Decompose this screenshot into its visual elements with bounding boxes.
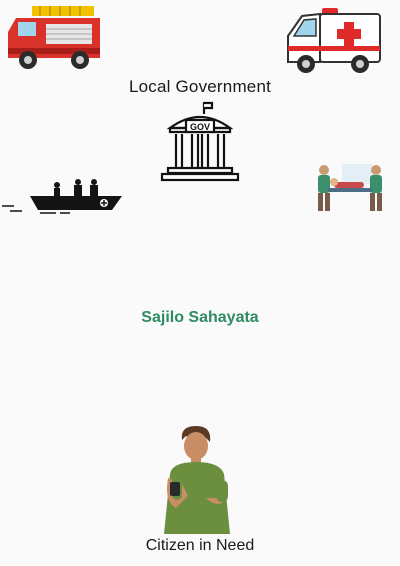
ambulance-icon xyxy=(284,6,384,74)
citizen-phone-icon xyxy=(158,424,236,536)
stretcher-rescue-icon xyxy=(310,160,390,216)
local-government-label: Local Government xyxy=(128,77,272,96)
government-building-icon: GOV xyxy=(160,100,240,184)
fire-truck-icon xyxy=(6,4,102,70)
gov-sign-text: GOV xyxy=(190,122,210,132)
brand-title: Sajilo Sahayata xyxy=(141,309,259,326)
citizen-in-need-label: Citizen in Need xyxy=(145,537,255,554)
rescue-boat-icon xyxy=(0,176,124,216)
